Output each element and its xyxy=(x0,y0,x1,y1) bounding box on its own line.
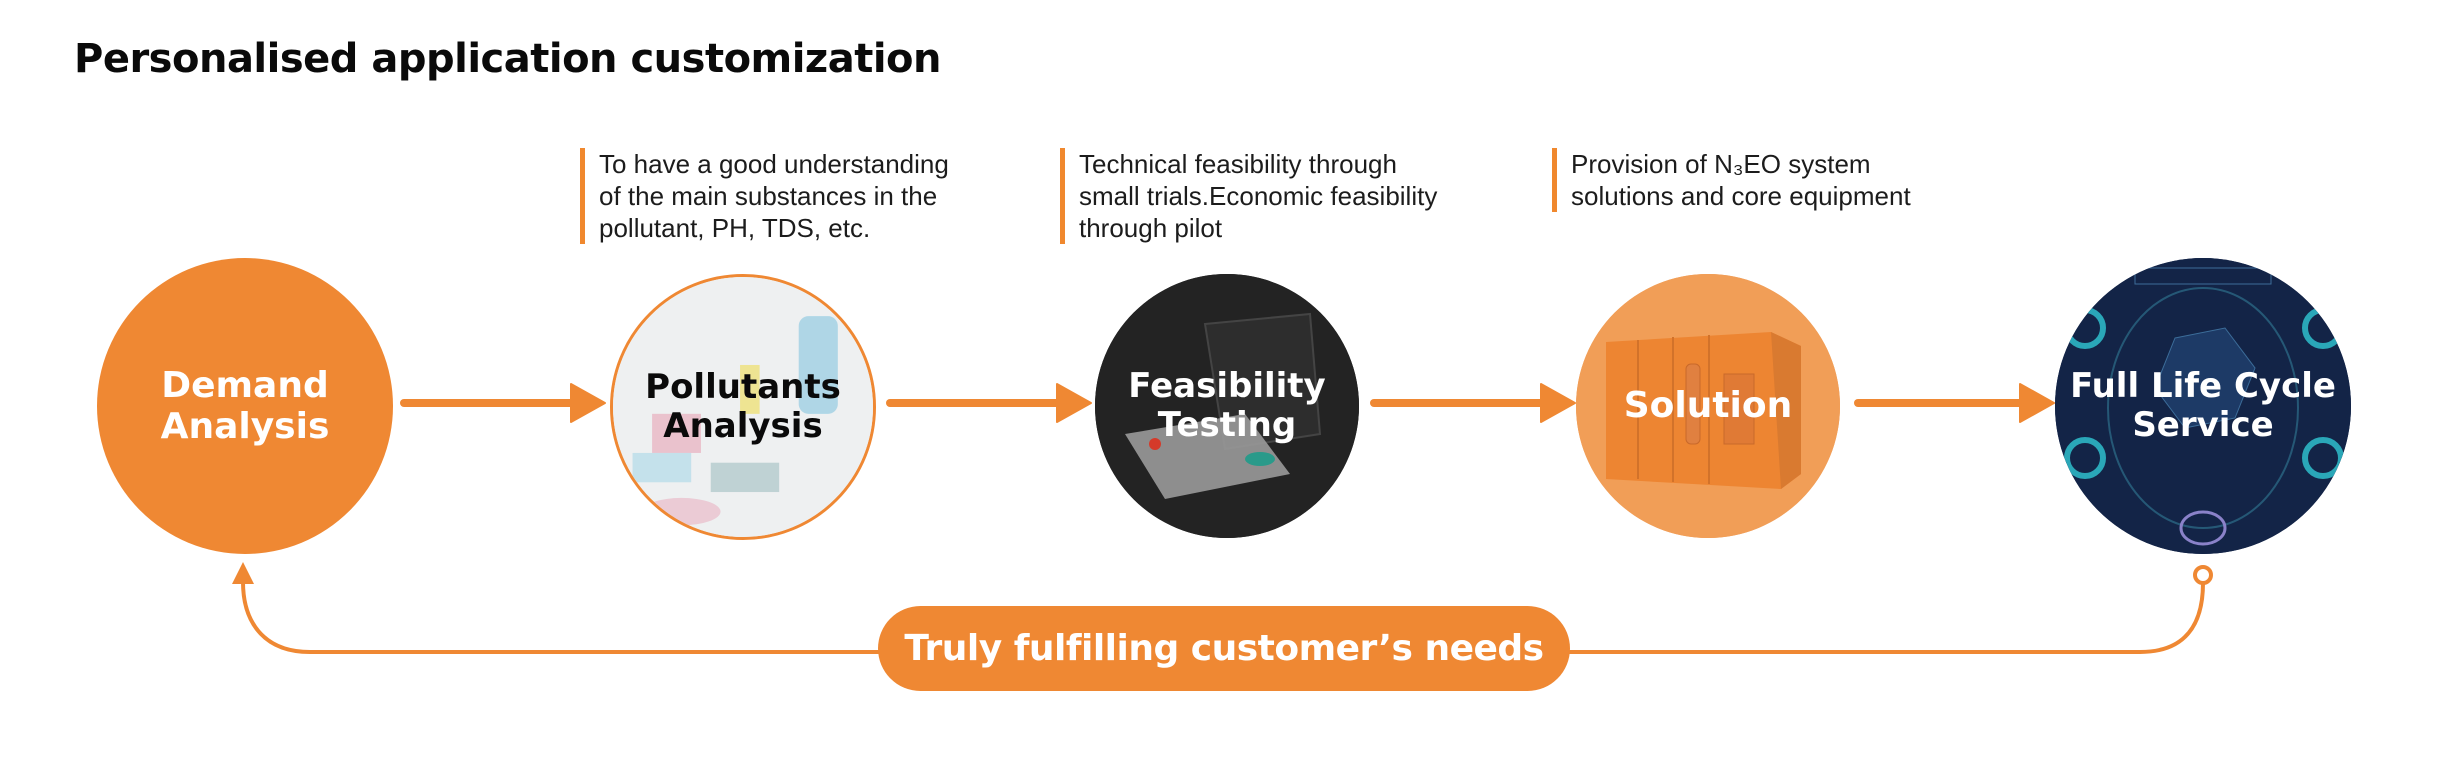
step-label: Feasibility Testing xyxy=(1128,365,1326,445)
arrow-head xyxy=(570,383,606,423)
step-label-line: Full Life Cycle xyxy=(2070,365,2336,406)
step-label: Demand Analysis xyxy=(161,365,330,448)
arrow-head xyxy=(1056,383,1092,423)
step-label-line: Analysis xyxy=(663,406,823,446)
step-label-line: Testing xyxy=(1157,405,1297,445)
step-label-line: Pollutants xyxy=(645,366,841,407)
step-full-life-cycle-service[interactable]: Full Life Cycle Service xyxy=(2055,258,2351,554)
loop-start-dot xyxy=(2193,565,2213,585)
step-label-line: Demand xyxy=(161,364,329,406)
step-label-line: Analysis xyxy=(160,406,330,447)
step-pollutants-analysis[interactable]: Pollutants Analysis xyxy=(610,274,876,540)
loop-right-path xyxy=(1568,582,2205,654)
equipment-cabinet-image xyxy=(1576,274,1840,538)
description-line: Technical feasibility through xyxy=(1079,149,1397,179)
step-description-pollutants: To have a good understanding of the main… xyxy=(580,148,949,244)
step-feasibility-testing[interactable]: Feasibility Testing xyxy=(1095,274,1359,538)
description-line: of the main substances in the xyxy=(599,181,938,211)
step-demand-analysis[interactable]: Demand Analysis xyxy=(97,258,393,554)
step-solution[interactable]: Solution xyxy=(1576,274,1840,538)
description-line: Provision of N₃EO system xyxy=(1571,149,1871,179)
loop-arrow-head xyxy=(232,562,254,584)
step-label-line: Service xyxy=(2132,405,2274,445)
description-line: solutions and core equipment xyxy=(1571,181,1911,211)
lab-photo-image xyxy=(613,277,873,537)
dashboard-image xyxy=(2055,258,2351,554)
description-line: small trials.Economic feasibility xyxy=(1079,181,1438,211)
step-label-line: Solution xyxy=(1623,385,1793,427)
loop-label-text: Truly fulfilling customer’s needs xyxy=(904,628,1544,669)
step-label-line: Feasibility xyxy=(1128,365,1326,406)
step-label: Full Life Cycle Service xyxy=(2070,365,2336,445)
arrow-head xyxy=(1540,383,1576,423)
step-label: Solution xyxy=(1624,385,1793,426)
step-label: Pollutants Analysis xyxy=(645,366,841,446)
description-line: pollutant, PH, TDS, etc. xyxy=(599,213,871,243)
feedback-loop-label: Truly fulfilling customer’s needs xyxy=(878,606,1570,691)
loop-left-path xyxy=(241,581,880,654)
description-line: through pilot xyxy=(1079,213,1223,243)
test-device-image xyxy=(1095,274,1359,538)
description-line: To have a good understanding xyxy=(599,149,949,179)
arrow-head xyxy=(2019,383,2055,423)
step-description-solution: Provision of N₃EO system solutions and c… xyxy=(1552,148,1911,212)
step-description-feasibility: Technical feasibility through small tria… xyxy=(1060,148,1437,244)
page-title: Personalised application customization xyxy=(74,36,942,82)
